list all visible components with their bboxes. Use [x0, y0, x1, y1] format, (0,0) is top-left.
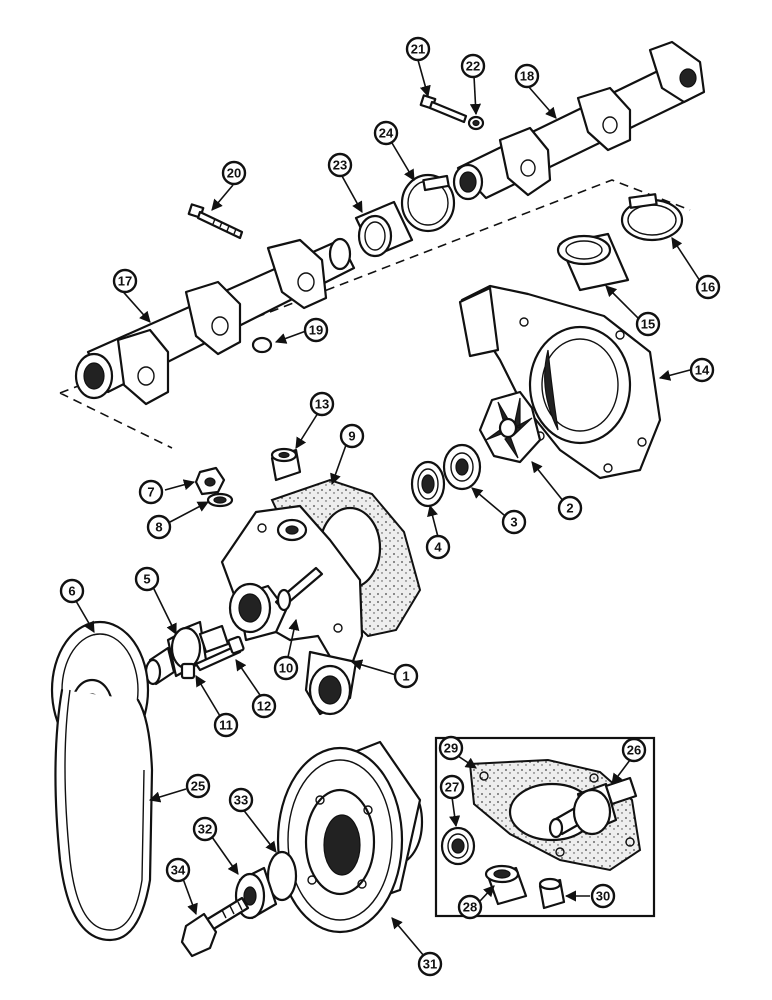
callout-17: 17: [112, 268, 138, 294]
seal-27: [440, 826, 476, 866]
bolt-11: [180, 662, 196, 680]
callout-21: 21: [405, 36, 431, 62]
svg-text:10: 10: [279, 661, 293, 676]
svg-text:13: 13: [315, 397, 329, 412]
callout-20: 20: [221, 160, 247, 186]
svg-text:19: 19: [309, 323, 323, 338]
callout-12: 12: [251, 693, 277, 719]
svg-text:27: 27: [445, 780, 459, 795]
bearing-shaft-26: [548, 776, 638, 839]
callout-26: 26: [621, 737, 647, 763]
callout-31: 31: [417, 951, 443, 977]
svg-text:21: 21: [411, 42, 425, 57]
callout-6: 6: [59, 578, 85, 604]
callout-3: 3: [501, 509, 527, 535]
callout-10: 10: [273, 655, 299, 681]
svg-text:31: 31: [423, 957, 437, 972]
callout-15: 15: [635, 311, 661, 337]
hose-sleeve-15: [556, 232, 630, 292]
callout-14: 14: [689, 357, 715, 383]
svg-text:23: 23: [333, 158, 347, 173]
svg-text:3: 3: [510, 515, 517, 530]
hose-sleeve-23: [354, 200, 414, 258]
callout-4: 4: [425, 534, 451, 560]
callout-33: 33: [228, 787, 254, 813]
callout-28: 28: [457, 894, 483, 920]
callout-8: 8: [146, 514, 172, 540]
callout-30: 30: [590, 883, 616, 909]
washer-8: [206, 492, 234, 508]
bolt-12: [194, 635, 245, 672]
callout-13: 13: [309, 391, 335, 417]
svg-text:2: 2: [566, 501, 573, 516]
bolt-34: [180, 896, 250, 958]
svg-text:20: 20: [227, 166, 241, 181]
svg-text:1: 1: [402, 669, 409, 684]
callout-9: 9: [339, 423, 365, 449]
upper-manifold-pipe: [452, 40, 706, 201]
seal-28: [484, 864, 528, 906]
svg-text:28: 28: [463, 900, 477, 915]
callout-16: 16: [695, 274, 721, 300]
svg-text:15: 15: [641, 317, 655, 332]
callout-5: 5: [134, 566, 160, 592]
callout-23: 23: [327, 152, 353, 178]
svg-text:29: 29: [444, 741, 458, 756]
seal-4: [410, 460, 446, 508]
drive-belt-25: [54, 688, 154, 942]
seal-3: [442, 443, 482, 491]
callout-2: 2: [557, 495, 583, 521]
bolt-21: [419, 94, 468, 124]
callout-29: 29: [438, 735, 464, 761]
callout-18: 18: [514, 63, 540, 89]
bolt-10: [274, 566, 324, 612]
callout-34: 34: [165, 857, 191, 883]
hose-clamp-24: [400, 173, 456, 233]
svg-text:24: 24: [379, 126, 394, 141]
crank-pulley-31: [276, 740, 424, 934]
svg-text:6: 6: [68, 584, 75, 599]
callout-1: 1: [393, 663, 419, 689]
pump-housing-14: [458, 284, 662, 480]
bolt-20: [187, 203, 244, 240]
callout-7: 7: [138, 479, 164, 505]
svg-text:14: 14: [695, 363, 710, 378]
svg-text:33: 33: [234, 793, 248, 808]
svg-text:9: 9: [348, 429, 355, 444]
pump-body-1: [220, 504, 364, 716]
svg-text:26: 26: [627, 743, 641, 758]
svg-text:22: 22: [466, 59, 480, 74]
callout-24: 24: [373, 120, 399, 146]
svg-text:17: 17: [118, 274, 132, 289]
o-ring-19: [251, 336, 273, 354]
callout-27: 27: [439, 774, 465, 800]
svg-text:25: 25: [191, 779, 205, 794]
svg-text:16: 16: [701, 280, 715, 295]
spacer-30: [538, 877, 566, 910]
impeller-2: [478, 390, 542, 464]
callout-19: 19: [303, 317, 329, 343]
svg-text:5: 5: [143, 572, 150, 587]
callout-32: 32: [192, 816, 218, 842]
lower-manifold-pipe: [74, 237, 356, 406]
svg-text:11: 11: [219, 718, 233, 733]
svg-text:30: 30: [596, 889, 610, 904]
svg-text:18: 18: [520, 69, 534, 84]
callout-11: 11: [213, 712, 239, 738]
svg-text:8: 8: [155, 520, 162, 535]
o-ring-33: [266, 850, 298, 902]
nut-22: [467, 115, 485, 131]
callout-25: 25: [185, 773, 211, 799]
svg-text:12: 12: [257, 699, 271, 714]
spacer-13: [270, 447, 302, 482]
hose-clamp-16: [620, 193, 684, 242]
svg-text:7: 7: [147, 485, 154, 500]
svg-text:4: 4: [434, 540, 442, 555]
svg-text:32: 32: [198, 822, 212, 837]
plug-7: [194, 466, 226, 496]
callout-22: 22: [460, 53, 486, 79]
svg-text:34: 34: [171, 863, 186, 878]
